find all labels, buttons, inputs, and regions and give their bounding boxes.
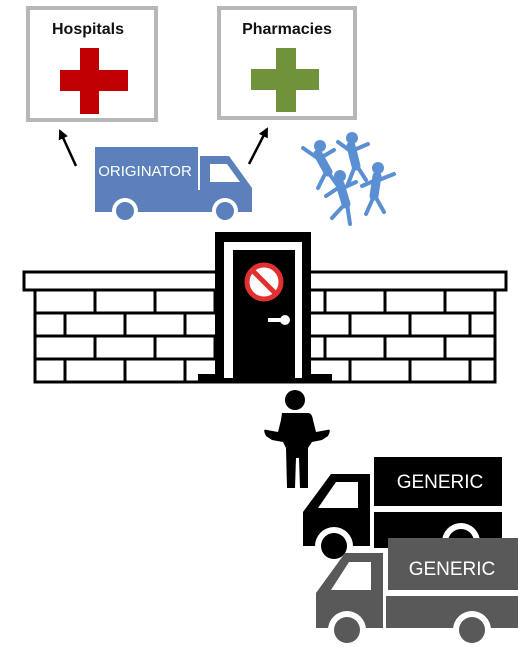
hospitals-label: Hospitals xyxy=(52,21,124,38)
no-entry-icon xyxy=(244,262,284,302)
generic-truck-2-lower xyxy=(386,596,518,628)
pharmacies-box: Pharmacies xyxy=(217,6,357,120)
originator-wheel-rear xyxy=(116,202,134,220)
crowd-icon xyxy=(301,132,396,226)
generic-truck-2-wheel-front xyxy=(334,617,360,643)
generic-truck-1-label: GENERIC xyxy=(397,472,484,493)
red-cross-icon xyxy=(60,48,128,114)
crowd-person-3 xyxy=(324,170,358,226)
generic-truck-2: GENERIC xyxy=(316,538,518,648)
green-cross-horizontal xyxy=(251,69,319,90)
originator-truck-window xyxy=(210,164,240,182)
crowd-person-4 xyxy=(360,162,396,216)
originator-truck: ORIGINATOR xyxy=(95,147,252,224)
pharmacies-label: Pharmacies xyxy=(242,21,332,38)
hospitals-box: Hospitals xyxy=(26,6,158,122)
generic-truck-2-wheel-rear xyxy=(459,617,485,643)
originator-truck-label: ORIGINATOR xyxy=(98,163,192,180)
door-knob xyxy=(268,315,290,325)
originator-truck-cargo xyxy=(95,147,198,194)
generic-truck-2-window xyxy=(331,562,371,590)
green-cross-icon xyxy=(251,48,319,112)
generic-truck-2-label: GENERIC xyxy=(409,559,496,580)
crowd-person-1 xyxy=(301,140,340,190)
arrow-to-hospitals xyxy=(58,129,78,167)
generic-truck-1-window xyxy=(318,482,358,508)
crowd-person-2 xyxy=(336,132,370,186)
red-cross-horizontal xyxy=(60,70,128,91)
generic-truck-1-wheel-front xyxy=(321,533,347,559)
generic-truck-2-cargo xyxy=(388,538,518,590)
originator-wheel-front xyxy=(216,202,234,220)
shrugging-person-icon xyxy=(264,390,330,488)
arrow-to-pharmacies xyxy=(247,127,269,165)
brick-wall xyxy=(22,232,508,384)
generic-truck-1-cargo xyxy=(374,457,502,506)
